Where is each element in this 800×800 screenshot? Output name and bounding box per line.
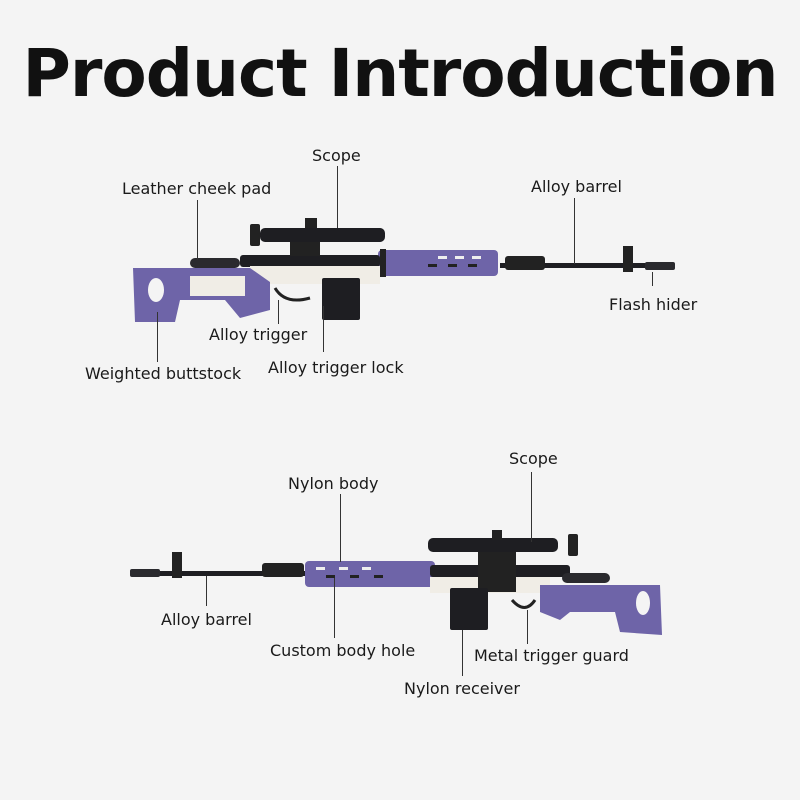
- label-nylon-receiver: Nylon receiver: [404, 679, 520, 698]
- label-alloy-barrel-top: Alloy barrel: [531, 177, 622, 196]
- label-leather-cheek-pad: Leather cheek pad: [122, 179, 272, 198]
- label-scope-bottom: Scope: [509, 449, 558, 468]
- label-alloy-barrel-bottom: Alloy barrel: [161, 610, 252, 629]
- label-alloy-trigger-lock: Alloy trigger lock: [268, 358, 404, 377]
- label-custom-body-hole: Custom body hole: [270, 641, 416, 660]
- rifle-bottom: [130, 530, 662, 635]
- rifle-top: [133, 218, 675, 322]
- label-metal-trigger-guard: Metal trigger guard: [474, 646, 629, 665]
- page-title: Product Introduction: [22, 35, 779, 112]
- label-flash-hider: Flash hider: [609, 295, 698, 314]
- label-nylon-body: Nylon body: [288, 474, 379, 493]
- label-weighted-buttstock: Weighted buttstock: [85, 364, 242, 383]
- label-alloy-trigger: Alloy trigger: [209, 325, 308, 344]
- label-scope-top: Scope: [312, 146, 361, 165]
